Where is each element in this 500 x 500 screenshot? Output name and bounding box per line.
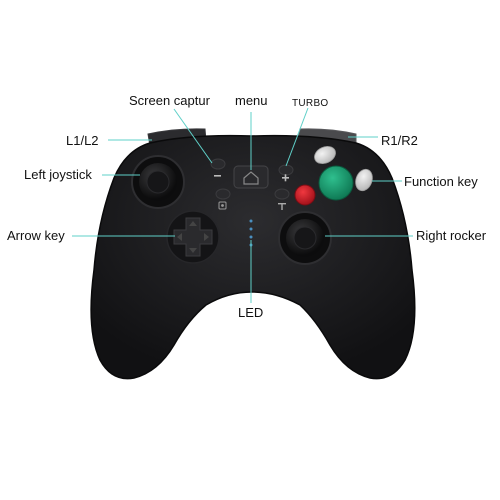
label-right-rocker: Right rocker — [416, 228, 487, 243]
callout-lines — [72, 107, 413, 303]
left-joystick — [131, 155, 185, 209]
label-led: LED — [238, 305, 264, 320]
dpad-icon — [166, 210, 220, 264]
right-joystick — [278, 211, 332, 265]
label-screen-capture: Screen captur — [129, 93, 210, 108]
face-button-gray-top — [314, 145, 336, 165]
label-r1-r2: R1/R2 — [381, 133, 418, 148]
label-menu: menu — [235, 93, 268, 108]
label-arrow-key: Arrow key — [7, 228, 65, 243]
home-icon — [233, 165, 269, 189]
minus-button — [210, 158, 226, 177]
face-button-gray-right — [355, 168, 373, 192]
face-button-green — [318, 165, 354, 201]
turbo-button — [274, 188, 290, 210]
face-button-red — [294, 184, 316, 206]
led-indicators — [249, 219, 253, 247]
callout-turbo — [285, 107, 309, 167]
label-function-key: Function key — [404, 174, 478, 189]
plus-button — [278, 164, 294, 182]
label-l1-l2: L1/L2 — [66, 133, 99, 148]
callout-screen-capture — [173, 108, 213, 164]
label-turbo: TURBO — [292, 98, 329, 109]
label-left-joystick: Left joystick — [24, 167, 92, 182]
screenshot-icon — [215, 188, 231, 210]
